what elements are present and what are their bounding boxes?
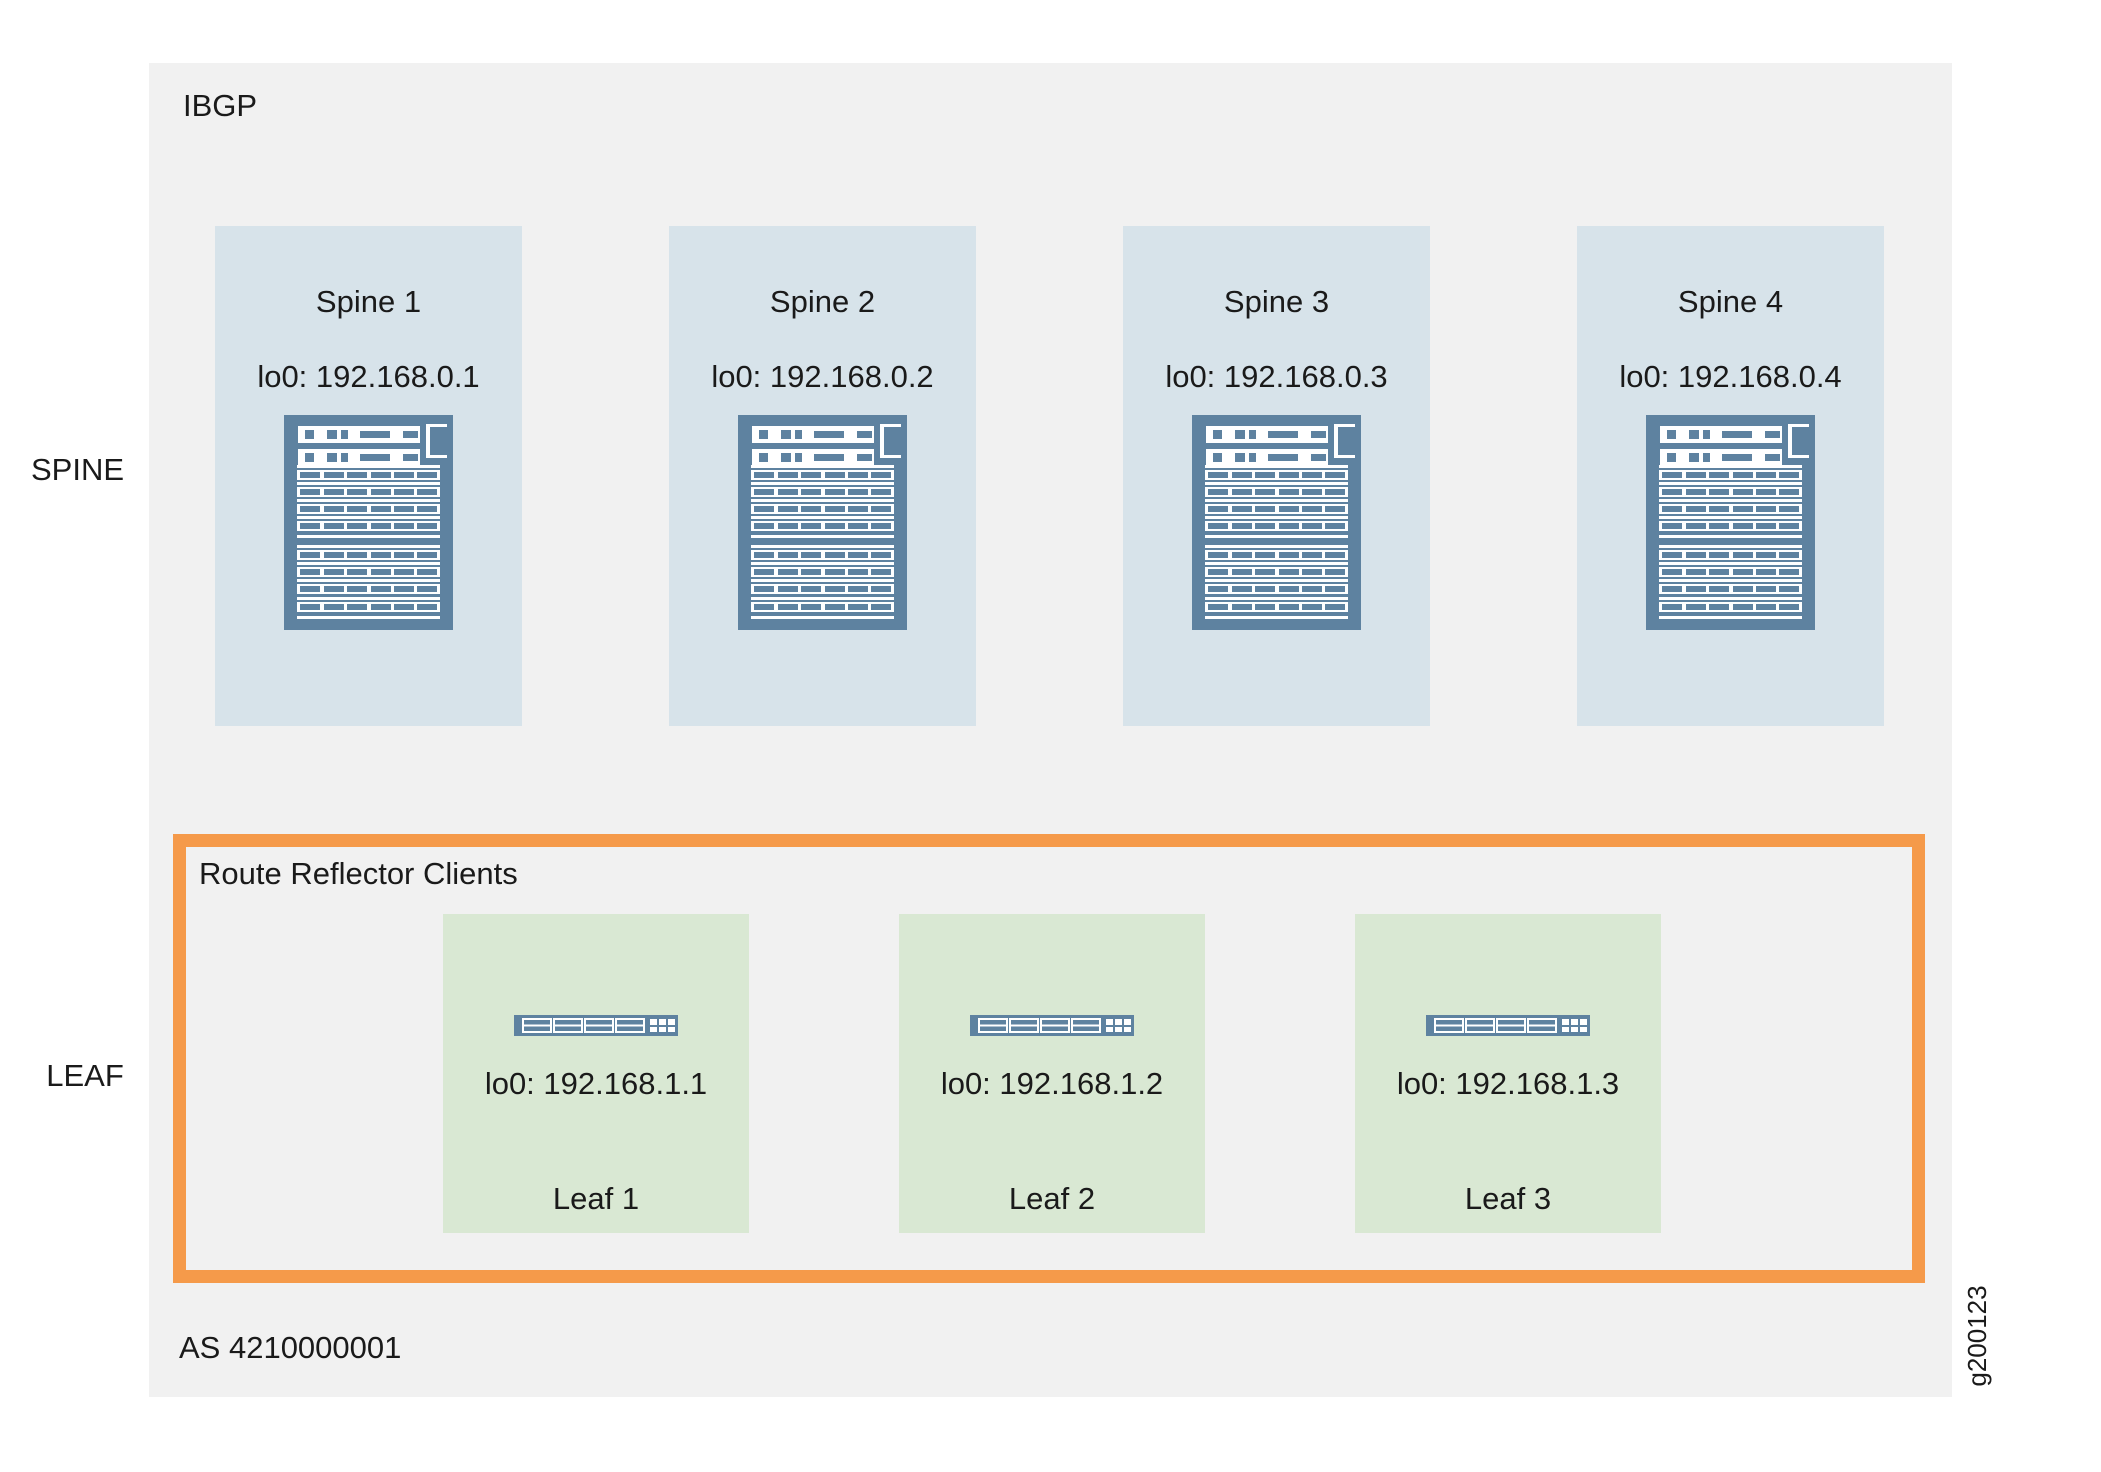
leaf-name: Leaf 2: [1008, 1181, 1096, 1216]
leaf-loopback: lo0: 192.168.1.3: [1396, 1066, 1620, 1101]
leaf-2-node: lo0: 192.168.1.2 Leaf 2: [899, 914, 1205, 1233]
chassis-switch-icon: [1192, 415, 1361, 630]
leaf-name: Leaf 3: [1464, 1181, 1552, 1216]
spine-loopback: lo0: 192.168.0.4: [1619, 359, 1842, 394]
fixed-switch-icon: [514, 1015, 678, 1036]
chassis-switch-icon: [284, 415, 453, 630]
leaf-name: Leaf 1: [552, 1181, 640, 1216]
leaf-loopback: lo0: 192.168.1.2: [940, 1066, 1164, 1101]
spine-name: Spine 1: [315, 284, 422, 319]
route-reflector-clients-label: Route Reflector Clients: [199, 856, 518, 891]
spine-name: Spine 2: [769, 284, 876, 319]
spine-name: Spine 4: [1677, 284, 1784, 319]
spine-4-node: Spine 4 lo0: 192.168.0.4: [1577, 226, 1884, 726]
spine-loopback: lo0: 192.168.0.1: [257, 359, 480, 394]
chassis-switch-icon: [1646, 415, 1815, 630]
spine-row-label: SPINE: [30, 452, 125, 487]
spine-1-node: Spine 1 lo0: 192.168.0.1: [215, 226, 522, 726]
spine-loopback: lo0: 192.168.0.3: [1165, 359, 1388, 394]
fixed-switch-icon: [970, 1015, 1134, 1036]
chassis-switch-icon: [738, 415, 907, 630]
leaf-1-node: lo0: 192.168.1.1 Leaf 1: [443, 914, 749, 1233]
leaf-row-label: LEAF: [46, 1058, 124, 1093]
spine-3-node: Spine 3 lo0: 192.168.0.3: [1123, 226, 1430, 726]
figure-id-label: g200123: [1962, 1285, 1992, 1387]
as-number-label: AS 4210000001: [179, 1330, 402, 1365]
fixed-switch-icon: [1426, 1015, 1590, 1036]
spine-name: Spine 3: [1223, 284, 1330, 319]
spine-2-node: Spine 2 lo0: 192.168.0.2: [669, 226, 976, 726]
route-reflector-clients-group: [173, 834, 1925, 1283]
ibgp-label: IBGP: [183, 88, 258, 123]
leaf-loopback: lo0: 192.168.1.1: [484, 1066, 708, 1101]
leaf-3-node: lo0: 192.168.1.3 Leaf 3: [1355, 914, 1661, 1233]
spine-loopback: lo0: 192.168.0.2: [711, 359, 934, 394]
